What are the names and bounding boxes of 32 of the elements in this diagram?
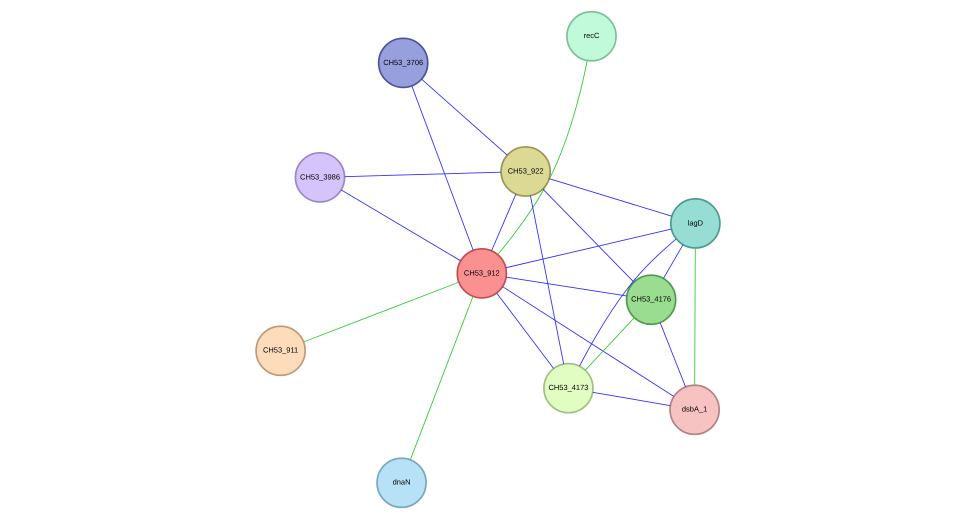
connector (496, 292, 554, 368)
node-circle: lagD (670, 198, 720, 248)
connector (302, 281, 459, 342)
connector (592, 391, 670, 406)
connector (542, 188, 634, 282)
connector (410, 85, 474, 250)
connector (496, 60, 588, 255)
node-circle: recC (566, 10, 616, 62)
connector (548, 178, 672, 216)
connector (490, 193, 516, 251)
node-circle: CH53_3706 (377, 36, 428, 88)
node-circle: dsbA_1 (668, 384, 720, 435)
connector (344, 171, 501, 177)
connector (409, 295, 473, 460)
node-circle: CH53_912 (456, 247, 507, 298)
node-circle: CH53_4176 (625, 274, 676, 325)
node-circle: CH53_922 (500, 146, 551, 196)
connector (529, 194, 564, 364)
node-circle: CH53_911 (254, 324, 306, 376)
connector (659, 322, 686, 387)
connector (662, 244, 683, 278)
node-circle: dnaN (376, 456, 426, 508)
connector (502, 286, 674, 396)
connector (694, 247, 696, 386)
connector (505, 276, 627, 296)
connector (420, 78, 508, 156)
connector (584, 316, 634, 370)
connector (578, 238, 676, 366)
connector (504, 228, 672, 268)
connector (340, 188, 461, 261)
node-circle: CH53_4173 (542, 362, 594, 414)
node-circle: CH53_3986 (294, 151, 345, 202)
